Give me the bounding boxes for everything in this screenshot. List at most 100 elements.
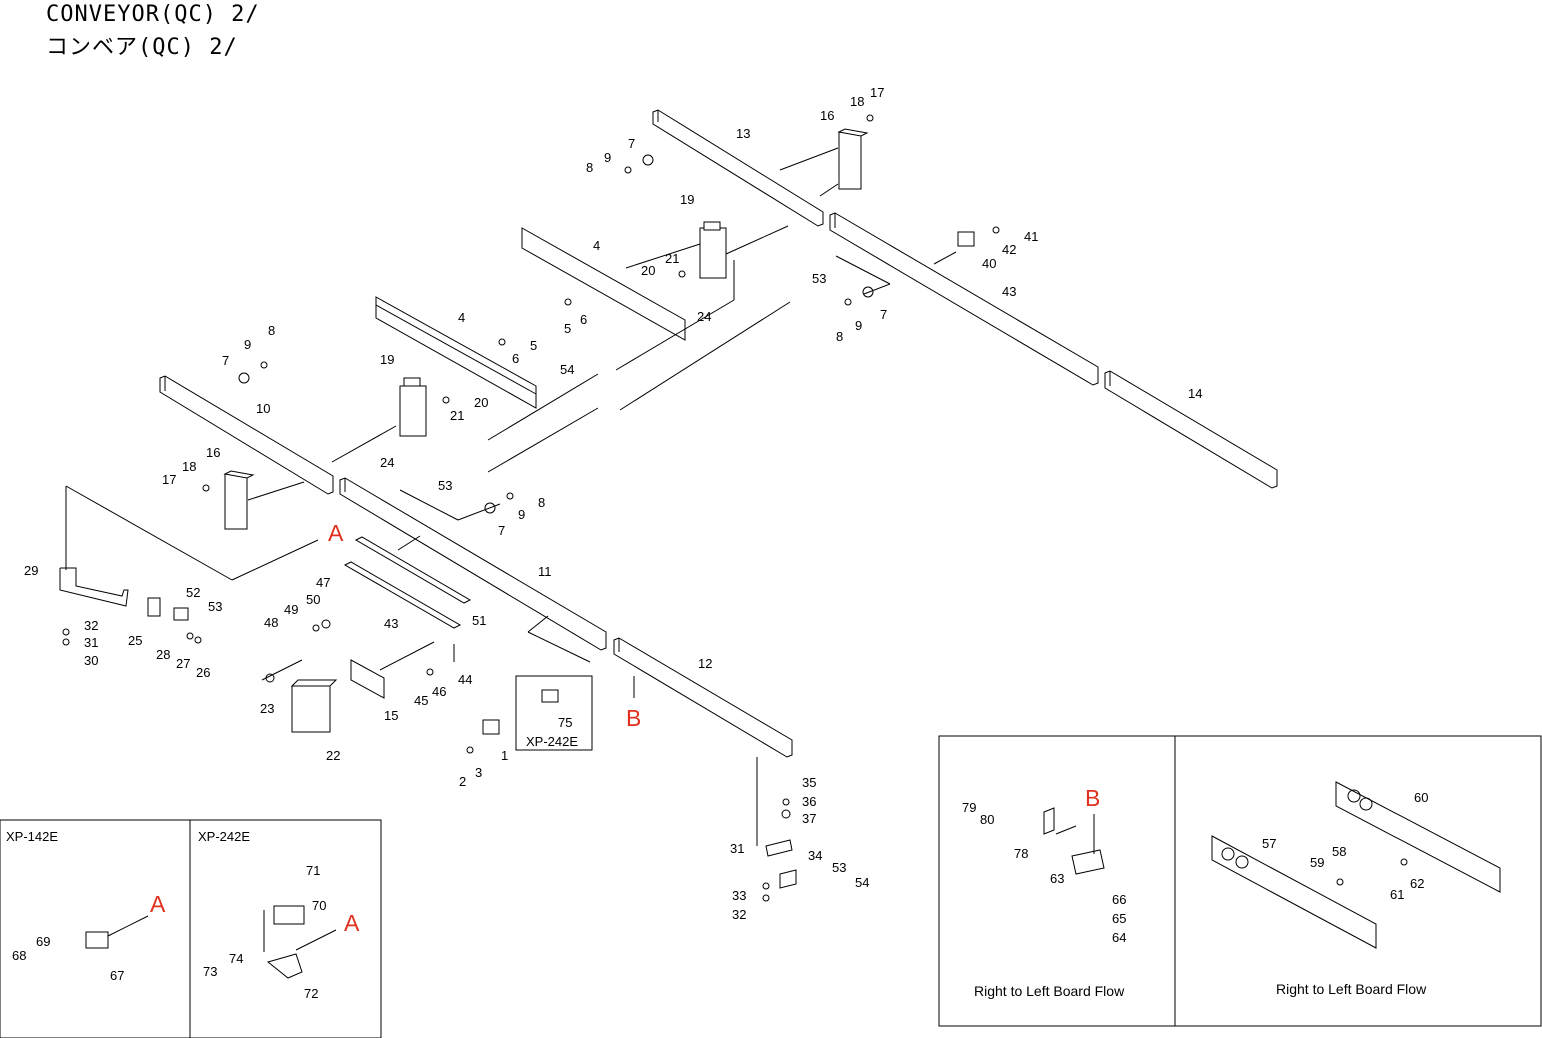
block-71 [273, 905, 305, 925]
part-number: 68 [12, 948, 26, 963]
part-number: 4 [593, 238, 600, 253]
part-number: 47 [316, 575, 330, 590]
flow-caption: Right to Left Board Flow [974, 983, 1125, 999]
part-number: 28 [156, 647, 170, 662]
part-number: 19 [380, 352, 394, 367]
part-number: 9 [518, 507, 525, 522]
part-number: 15 [384, 708, 398, 723]
part-number: 20 [641, 263, 655, 278]
part-number: 45 [414, 693, 428, 708]
part-number: 34 [808, 848, 822, 863]
block-1 [482, 719, 500, 735]
part-number: 7 [628, 136, 635, 151]
plate-16-upper [838, 131, 862, 190]
part-number: 64 [1112, 930, 1126, 945]
part-number: 32 [732, 907, 746, 922]
part-number: 13 [736, 126, 750, 141]
block-68 [85, 931, 109, 949]
bracket-36 [779, 869, 797, 889]
part-number: 9 [855, 318, 862, 333]
part-number: 9 [244, 337, 251, 352]
part-number: 54 [855, 875, 869, 890]
part-number: 18 [850, 94, 864, 109]
part-number: 23 [260, 701, 274, 716]
part-number: 43 [384, 616, 398, 631]
part-number: 18 [182, 459, 196, 474]
diagram-title-english: CONVEYOR(QC) 2/ [46, 2, 260, 27]
part-number: 8 [836, 329, 843, 344]
part-number: 65 [1112, 911, 1126, 926]
part-number: 4 [458, 310, 465, 325]
part-number: 79 [962, 800, 976, 815]
part-number: 70 [312, 898, 326, 913]
bracket-73 [266, 953, 303, 979]
part-number: 7 [880, 307, 887, 322]
part-number: 53 [208, 599, 222, 614]
bracket-15 [350, 659, 385, 699]
part-number: 37 [802, 811, 816, 826]
bracket-33 [765, 839, 793, 857]
part-number: 22 [326, 748, 340, 763]
part-number: 42 [1002, 242, 1016, 257]
block-76 [541, 689, 559, 703]
part-number: 20 [474, 395, 488, 410]
part-number: 2 [459, 774, 466, 789]
part-number: 7 [222, 353, 229, 368]
part-number: 71 [306, 863, 320, 878]
diagram-title-japanese: コンベア(QC) 2/ [46, 35, 238, 60]
part-number: 9 [604, 150, 611, 165]
part-number: 48 [264, 615, 278, 630]
part-number: 53 [812, 271, 826, 286]
part-number: 3 [475, 765, 482, 780]
cylinder-19-lower [399, 385, 427, 437]
part-number: 1 [501, 748, 508, 763]
part-number: 21 [450, 408, 464, 423]
part-number: 17 [162, 472, 176, 487]
part-number: 46 [432, 684, 446, 699]
bracket-29 [59, 567, 129, 607]
cover-4-lower [375, 296, 537, 409]
plate-58 [1211, 835, 1377, 949]
part-number: 67 [110, 968, 124, 983]
part-number: 10 [256, 401, 270, 416]
part-number: 61 [1390, 887, 1404, 902]
part-number: 11 [538, 564, 552, 579]
detail-box-rl-flow-right [1174, 735, 1542, 1027]
callout-a: A [328, 520, 344, 546]
part-number: 53 [832, 860, 846, 875]
part-number: 6 [512, 351, 519, 366]
part-number: 36 [802, 794, 816, 809]
cover-4-upper [521, 227, 686, 341]
callout-b: B [626, 705, 641, 731]
part-number: 80 [980, 812, 994, 827]
part-number: 53 [438, 478, 452, 493]
cylinder-19-upper [699, 227, 727, 279]
part-number: 58 [1332, 844, 1346, 859]
part-number: 6 [580, 312, 587, 327]
part-number: 16 [206, 445, 220, 460]
cover-22 [291, 685, 331, 733]
part-number: 12 [698, 656, 712, 671]
guide-44 [343, 561, 462, 629]
part-number: 60 [1414, 790, 1428, 805]
callout-a: A [344, 910, 360, 936]
detail-box-title: XP-242E [198, 829, 250, 844]
part-number: 43 [1002, 284, 1016, 299]
bracket-25 [147, 597, 161, 617]
plate-16-lower [224, 473, 248, 530]
part-number: 75 [558, 715, 572, 730]
inline-variant-box [515, 675, 593, 751]
bracket-40 [957, 231, 975, 247]
part-number: 72 [304, 986, 318, 1001]
part-number: 5 [564, 321, 571, 336]
detail-box-title: XP-142E [6, 829, 58, 844]
callout-a: A [150, 891, 166, 917]
part-number: 66 [1112, 892, 1126, 907]
part-number: 25 [128, 633, 142, 648]
part-number: 54 [560, 362, 574, 377]
part-number: 50 [306, 592, 320, 607]
sensor-53-left [173, 607, 189, 621]
part-number: 33 [732, 888, 746, 903]
part-number: 17 [870, 85, 884, 100]
